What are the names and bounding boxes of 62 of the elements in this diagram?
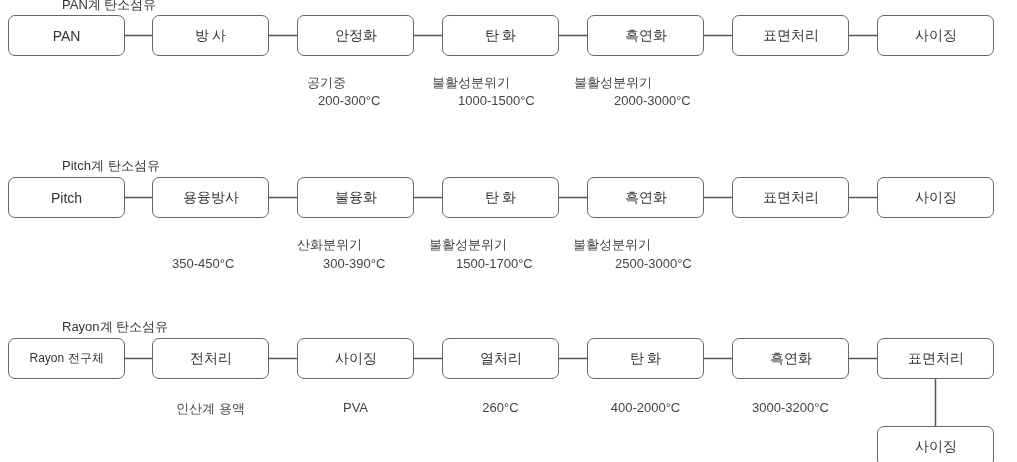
connector-line — [268, 357, 298, 360]
process-box: 사이징 — [877, 15, 994, 56]
condition-text: 300-390°C — [323, 256, 386, 271]
condition-text: 불활성분위기 — [573, 236, 651, 254]
connector-line — [413, 34, 443, 37]
connector-line — [703, 196, 733, 199]
condition-text: 1000-1500°C — [458, 93, 535, 108]
condition-text: 350-450°C — [172, 256, 235, 271]
process-box: 탄 화 — [442, 15, 559, 56]
condition-text: 2000-3000°C — [614, 93, 691, 108]
condition-text: 260°C — [481, 400, 520, 415]
connector-line — [413, 196, 443, 199]
condition-text: 1500-1700°C — [456, 256, 533, 271]
condition-text: 200-300°C — [318, 93, 381, 108]
process-box: 흑연화 — [587, 15, 704, 56]
connector-line — [124, 196, 153, 199]
process-box: Rayon 전구체 — [8, 338, 125, 379]
connector-line — [124, 34, 153, 37]
process-box: 표면처리 — [877, 338, 994, 379]
connector-line — [558, 34, 588, 37]
condition-text: 불활성분위기 — [574, 74, 652, 92]
process-box: 불융화 — [297, 177, 414, 218]
connector-line — [703, 34, 733, 37]
condition-text: 공기중 — [307, 74, 346, 92]
condition-text: 산화분위기 — [297, 236, 362, 254]
process-box: 방 사 — [152, 15, 269, 56]
process-box: 용융방사 — [152, 177, 269, 218]
connector-line — [268, 196, 298, 199]
process-box: 흑연화 — [732, 338, 849, 379]
process-box: 사이징 — [877, 426, 994, 462]
condition-text: 400-2000°C — [609, 400, 682, 415]
condition-text: 2500-3000°C — [615, 256, 692, 271]
connector-line — [413, 357, 443, 360]
connector-line — [558, 357, 588, 360]
connector-line — [848, 34, 878, 37]
process-box: Pitch — [8, 177, 125, 218]
connector-line — [558, 196, 588, 199]
process-box: 전처리 — [152, 338, 269, 379]
condition-text: 인산계 용액 — [175, 400, 246, 418]
condition-text: 불활성분위기 — [432, 74, 510, 92]
process-box: 표면처리 — [732, 177, 849, 218]
connector-line — [703, 357, 733, 360]
process-box: PAN — [8, 15, 125, 56]
process-box: 사이징 — [877, 177, 994, 218]
process-box: 표면처리 — [732, 15, 849, 56]
section-heading: Rayon계 탄소섬유 — [62, 318, 169, 336]
connector-line — [848, 357, 878, 360]
process-box: 안정화 — [297, 15, 414, 56]
connector-line — [848, 196, 878, 199]
condition-text: 불활성분위기 — [429, 236, 507, 254]
section-heading: Pitch계 탄소섬유 — [62, 157, 160, 175]
condition-text: PVA — [341, 400, 370, 415]
process-box: 탄 화 — [442, 177, 559, 218]
connector-line — [934, 378, 937, 427]
condition-text: 3000-3200°C — [751, 400, 830, 415]
section-heading: PAN계 탄소섬유 — [62, 0, 157, 14]
connector-line — [124, 357, 153, 360]
process-box: 흑연화 — [587, 177, 704, 218]
process-box: 사이징 — [297, 338, 414, 379]
process-box: 열처리 — [442, 338, 559, 379]
connector-line — [268, 34, 298, 37]
process-box: 탄 화 — [587, 338, 704, 379]
